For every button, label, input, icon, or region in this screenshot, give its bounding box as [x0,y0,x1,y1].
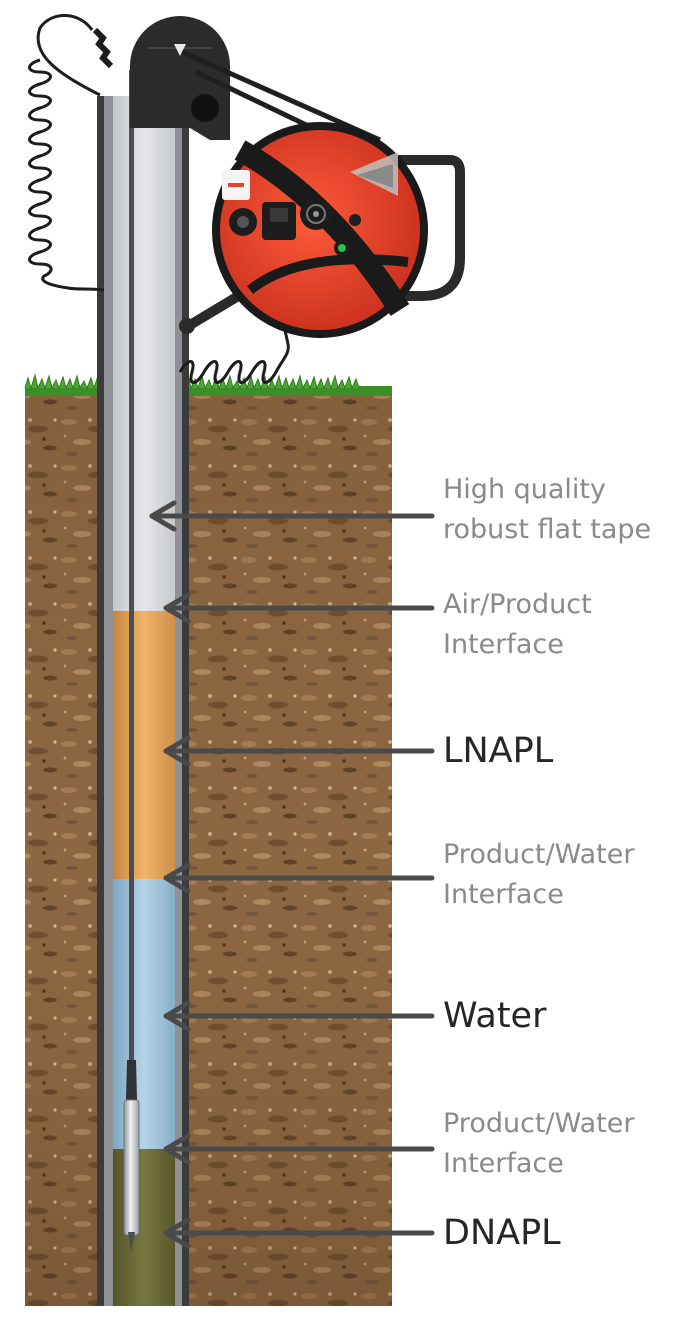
label-air-product-interface-line-2: Interface [443,629,564,660]
arrow-lnapl [163,735,435,767]
interface-meter-reel [130,16,465,338]
label-water-text: Water [443,996,547,1036]
grass [24,373,392,396]
coiled-cable [28,14,290,384]
flat-tape [129,70,134,1060]
label-product-water-interface-lower: Product/Water Interface [443,1104,634,1184]
arrow-flat-tape [149,500,435,532]
label-dnapl: DNAPL [443,1211,561,1255]
label-air-product-interface-line-1: Air/Product [443,589,592,620]
label-product-water-interface-lower-line-2: Interface [443,1148,564,1179]
label-dnapl-text: DNAPL [443,1213,561,1253]
label-product-water-interface-upper-line-2: Interface [443,879,564,910]
arrow-water [163,1000,435,1032]
dnapl-layer [113,1149,175,1306]
label-flat-tape-line-1: High quality [443,474,607,505]
label-lnapl-text: LNAPL [443,731,554,771]
label-product-water-interface-upper: Product/Water Interface [443,835,634,915]
label-air-product-interface: Air/Product Interface [443,585,592,665]
lnapl-layer [113,611,175,879]
arrow-air-product-interface [163,592,435,624]
label-lnapl: LNAPL [443,729,553,773]
label-product-water-interface-upper-line-1: Product/Water [443,839,635,870]
fluid-column [113,96,175,1306]
soil [25,394,392,1306]
arrow-product-water-interface-upper [163,862,435,894]
arrow-product-water-interface-lower [163,1133,435,1165]
label-flat-tape: High quality robust flat tape [443,470,651,550]
label-flat-tape-line-2: robust flat tape [443,514,652,545]
label-product-water-interface-lower-line-1: Product/Water [443,1108,635,1139]
air-layer [113,96,175,611]
label-water: Water [443,994,546,1038]
callout-arrows [149,500,435,1249]
probe [123,1060,140,1252]
arrow-dnapl [163,1217,435,1249]
